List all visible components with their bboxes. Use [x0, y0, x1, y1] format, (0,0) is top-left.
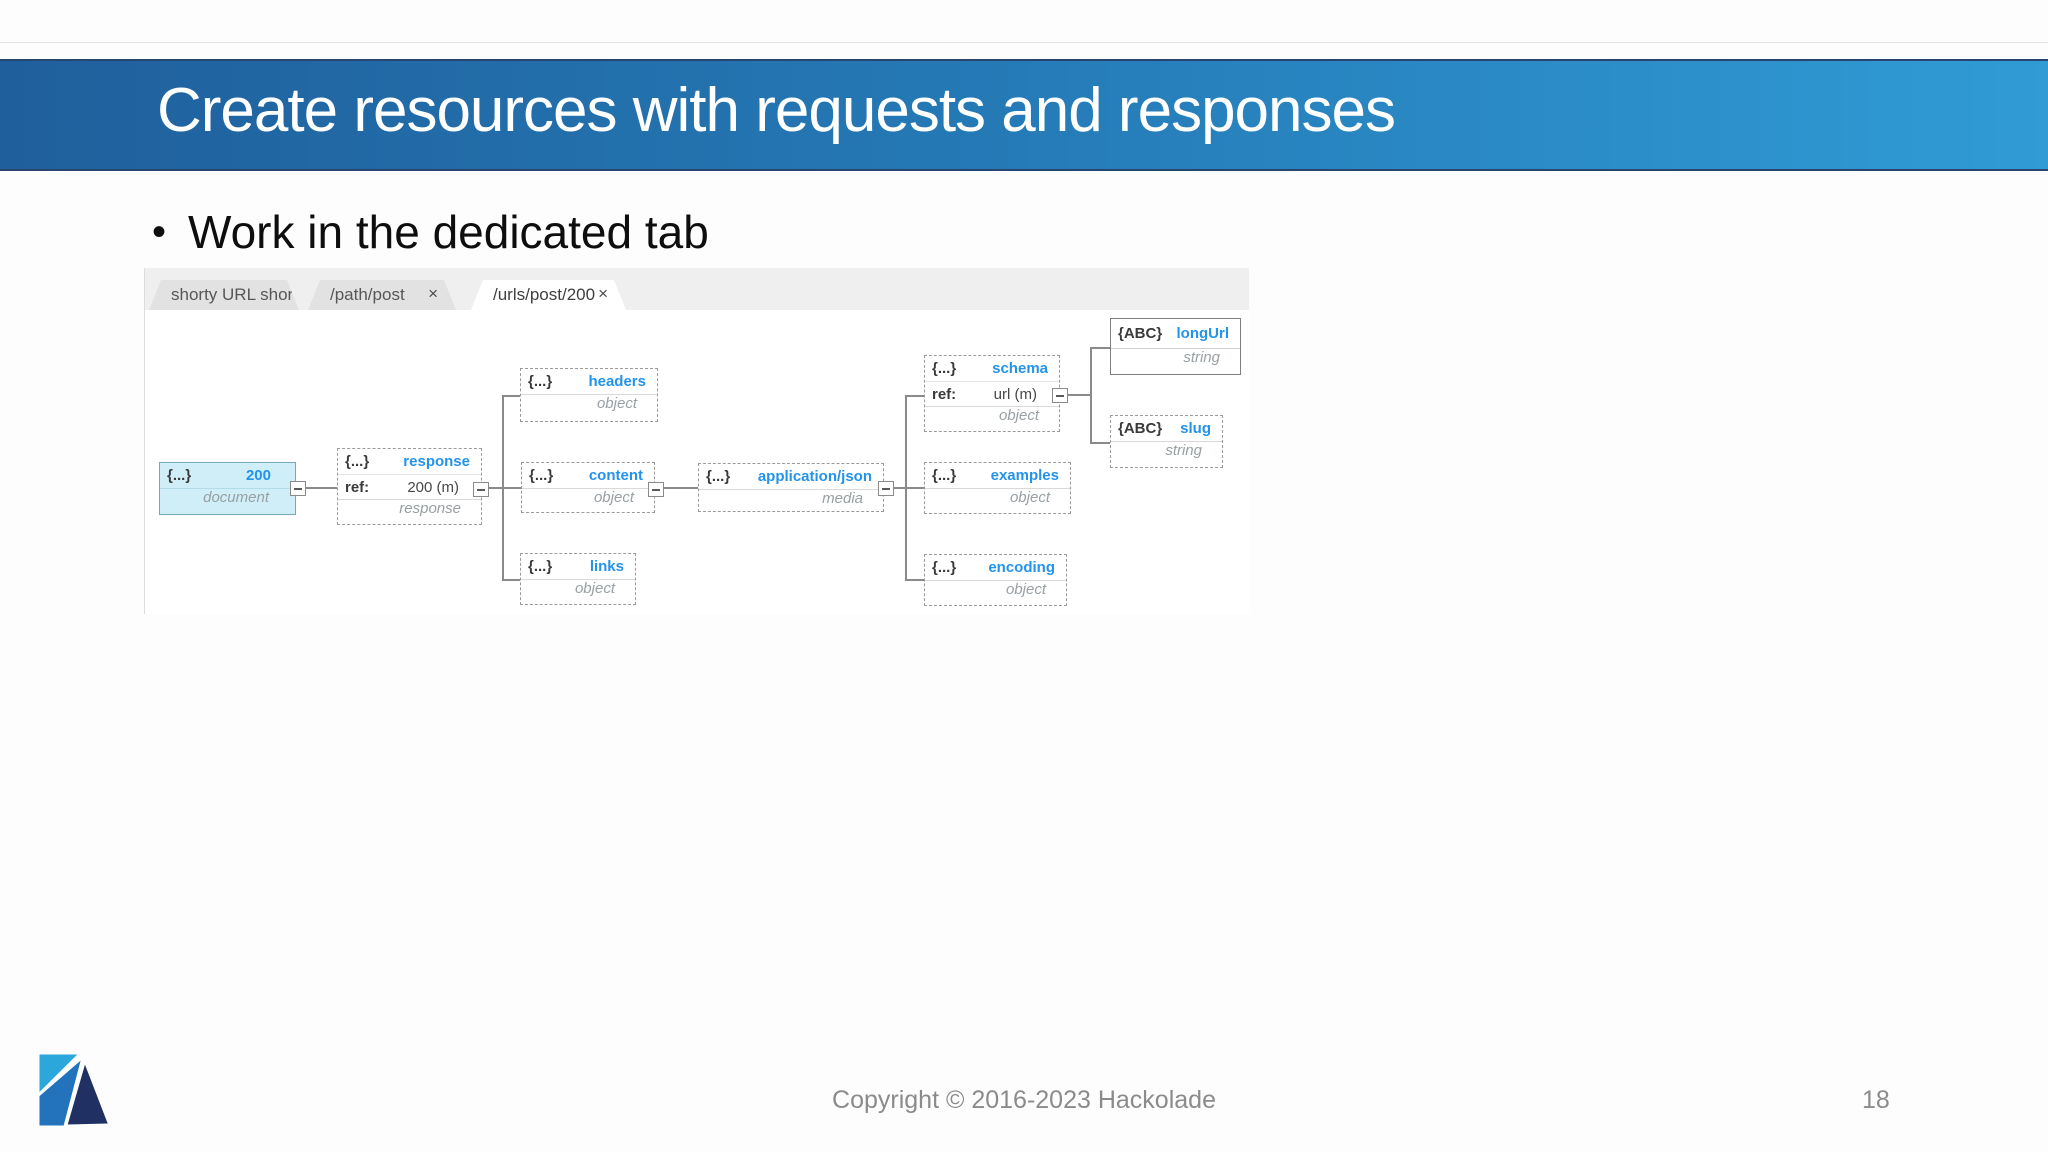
connector-line — [502, 579, 520, 581]
tab-label: shorty URL shorte... — [171, 285, 298, 304]
ref-label: ref: — [932, 385, 957, 403]
connector-line — [1090, 347, 1110, 349]
tab-path-post[interactable]: /path/post × — [308, 280, 456, 310]
collapse-toggle-icon[interactable] — [878, 481, 894, 496]
node-type: object — [1005, 581, 1046, 598]
node-name: 200 — [245, 467, 271, 484]
node-application-json[interactable]: {...} application/json media — [698, 463, 884, 512]
tab-urls-post-200[interactable]: /urls/post/200 × — [471, 280, 626, 310]
node-type: string — [1165, 442, 1202, 459]
title-banner: Create resources with requests and respo… — [0, 59, 2048, 171]
node-type: object — [1009, 489, 1050, 506]
node-type: media — [822, 490, 863, 507]
object-braces-icon: {...} — [932, 467, 957, 484]
tab-label: /path/post — [330, 285, 405, 304]
ref-value: url (m) — [993, 385, 1037, 403]
node-type: string — [1183, 349, 1220, 366]
object-braces-icon: {...} — [529, 467, 554, 484]
node-type: object — [593, 489, 634, 506]
string-abc-icon: {ABC} — [1118, 325, 1163, 342]
logo-cyan-triangle — [39, 1054, 78, 1093]
node-schema[interactable]: {...} schema ref: url (m) object — [924, 355, 1060, 432]
connector-line — [502, 395, 520, 397]
logo-navy-triangle — [67, 1064, 108, 1125]
node-links[interactable]: {...} links object — [520, 553, 636, 605]
connector-line — [905, 395, 924, 397]
node-name: schema — [992, 360, 1048, 377]
node-name: encoding — [988, 559, 1055, 576]
node-longurl[interactable]: {ABC} longUrl string — [1110, 318, 1241, 375]
node-type: response — [399, 500, 461, 517]
object-braces-icon: {...} — [932, 559, 957, 576]
object-braces-icon: {...} — [528, 373, 553, 390]
node-slug[interactable]: {ABC} slug string — [1110, 415, 1223, 468]
page-number: 18 — [1862, 1086, 1890, 1114]
tab-shorty-url[interactable]: shorty URL shorte... — [149, 280, 299, 310]
connector-line — [894, 487, 924, 489]
object-braces-icon: {...} — [706, 468, 731, 485]
node-type: document — [203, 489, 269, 506]
node-name: response — [403, 453, 470, 470]
copyright-text: Copyright © 2016-2023 Hackolade — [832, 1086, 1216, 1114]
tab-bar: shorty URL shorte... /path/post × /urls/… — [145, 268, 1249, 310]
page-title: Create resources with requests and respo… — [157, 76, 1396, 145]
string-abc-icon: {ABC} — [1118, 420, 1163, 437]
connector-line — [905, 395, 907, 581]
collapse-toggle-icon[interactable] — [648, 482, 664, 497]
hackolade-logo — [39, 1054, 108, 1131]
node-name: links — [589, 558, 624, 575]
node-examples[interactable]: {...} examples object — [924, 462, 1071, 514]
close-icon[interactable]: × — [428, 284, 438, 303]
node-name: slug — [1180, 420, 1211, 437]
connector-line — [905, 579, 924, 581]
connector-line — [306, 487, 337, 489]
tab-label: /urls/post/200 — [493, 285, 596, 304]
bullet-text: Work in the dedicated tab — [188, 206, 709, 258]
node-name: examples — [990, 467, 1059, 484]
node-name: longUrl — [1176, 325, 1230, 342]
node-type: object — [574, 580, 615, 597]
node-headers[interactable]: {...} headers object — [520, 368, 658, 422]
object-braces-icon: {...} — [345, 453, 370, 470]
node-name: content — [588, 467, 643, 484]
node-response[interactable]: {...} response ref: 200 (m) response — [337, 448, 482, 525]
close-icon[interactable]: × — [598, 284, 608, 303]
connector-line — [1068, 394, 1091, 396]
connector-line — [1090, 347, 1092, 444]
collapse-toggle-icon[interactable] — [290, 481, 306, 496]
bullet-marker: • — [152, 210, 167, 254]
connector-line — [1090, 442, 1110, 444]
bullet-item: • Work in the dedicated tab — [152, 203, 709, 261]
node-content[interactable]: {...} content object — [521, 462, 655, 513]
app-screenshot: shorty URL shorte... /path/post × /urls/… — [144, 268, 1249, 614]
object-braces-icon: {...} — [932, 360, 957, 377]
connector-line — [502, 395, 504, 581]
node-200[interactable]: {...} 200 document — [159, 462, 296, 515]
object-braces-icon: {...} — [528, 558, 553, 575]
node-name: headers — [588, 373, 646, 390]
connector-line — [489, 487, 521, 489]
top-divider — [0, 42, 2048, 43]
node-type: object — [998, 407, 1039, 424]
node-encoding[interactable]: {...} encoding object — [924, 554, 1067, 606]
object-braces-icon: {...} — [167, 467, 192, 484]
collapse-toggle-icon[interactable] — [473, 482, 489, 497]
node-type: object — [596, 395, 637, 412]
connector-line — [664, 487, 698, 489]
collapse-toggle-icon[interactable] — [1052, 388, 1068, 403]
node-name: application/json — [757, 468, 872, 485]
ref-label: ref: — [345, 478, 370, 496]
logo-blue-triangle — [39, 1060, 81, 1126]
ref-value: 200 (m) — [407, 478, 459, 496]
